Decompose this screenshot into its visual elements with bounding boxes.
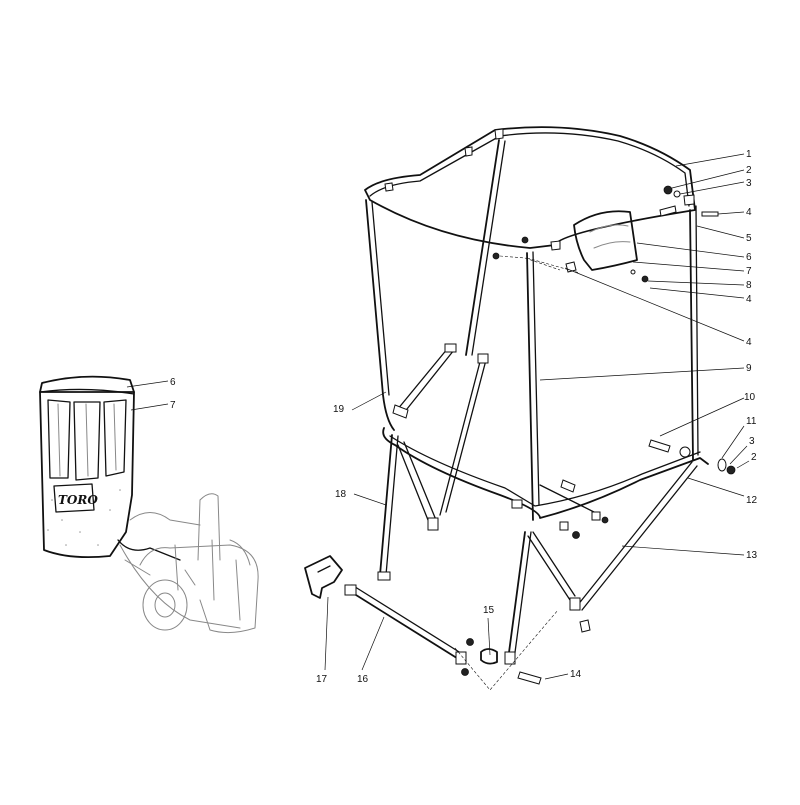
callout-11: 11: [746, 416, 757, 427]
callout-2b: 2: [751, 452, 757, 463]
callout-2: 2: [746, 165, 752, 176]
callout-9: 9: [746, 363, 752, 374]
callout-12: 12: [746, 495, 758, 506]
bolt-10: [648, 439, 671, 453]
washer-11: [717, 458, 727, 472]
callout-labels: 1 2 3 4 5 6 7 8 4 4 9 10 11 3 2 12 13 19…: [316, 149, 758, 685]
top-frame-tube: [364, 126, 696, 249]
clamp-15: [480, 648, 498, 665]
callout-14: 14: [570, 669, 582, 680]
front-center-tube: [526, 252, 534, 521]
callout-4c: 4: [746, 337, 752, 348]
callout-15: 15: [483, 605, 495, 616]
callout-5: 5: [746, 233, 752, 244]
rear-left-tube: [465, 139, 500, 356]
callout-18: 18: [335, 489, 347, 500]
callout-3b: 3: [749, 436, 755, 447]
callout-13: 13: [746, 550, 758, 561]
bolt-14: [517, 671, 542, 685]
callout-16: 16: [357, 674, 369, 685]
callout-10: 10: [744, 392, 756, 403]
callout-8: 8: [746, 280, 752, 291]
inset-callout-7: 7: [170, 400, 176, 411]
callout-7: 7: [746, 266, 752, 277]
rear-right-tube: [689, 209, 694, 461]
nut-2: [663, 185, 673, 195]
callout-19: 19: [333, 404, 345, 415]
callout-4b: 4: [746, 294, 752, 305]
inset-callout-6: 6: [170, 377, 176, 388]
bracket-17: [304, 555, 343, 599]
top-cover-pad: [573, 210, 638, 271]
front-leg-tube: [507, 531, 526, 661]
leader-lines: [324, 153, 750, 680]
brand-label: TORO: [58, 493, 98, 507]
callout-17: 17: [316, 674, 328, 685]
washer-3: [673, 190, 681, 198]
nut-8: [641, 275, 649, 283]
cab-frame-assembly: [304, 126, 736, 691]
callout-4a: 4: [746, 207, 752, 218]
callout-3: 3: [746, 178, 752, 189]
bolt-4-top: [701, 211, 719, 217]
callout-6: 6: [746, 252, 752, 263]
inset-snowthrower-with-cab: TORO 6 7: [39, 375, 259, 634]
callout-1: 1: [746, 149, 752, 160]
stabilizer-bar: [347, 589, 461, 661]
front-left-tube: [365, 199, 395, 431]
